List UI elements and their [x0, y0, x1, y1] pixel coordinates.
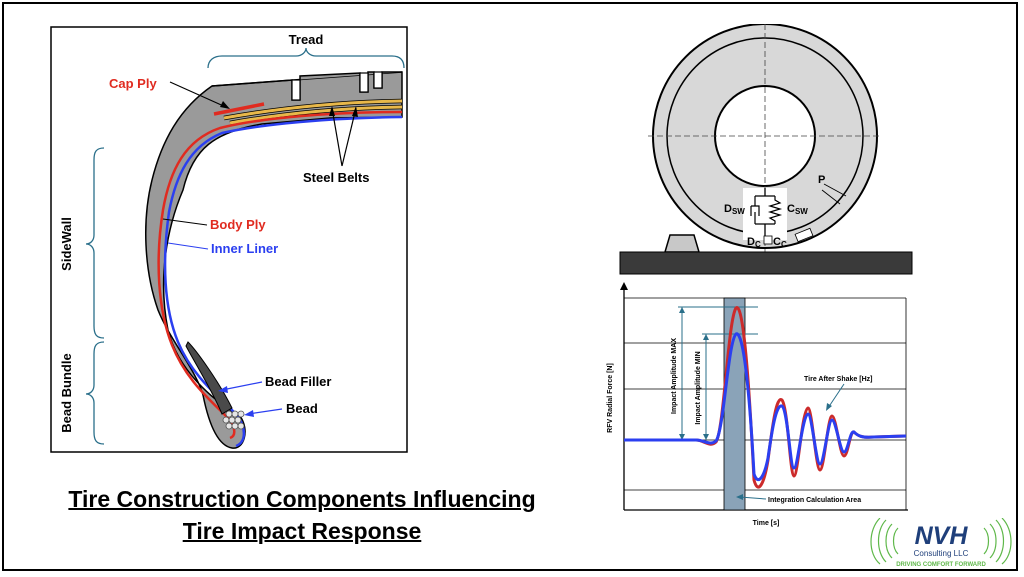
steel-belt-arrowhead-2 [352, 106, 358, 117]
pressure-element [794, 227, 814, 243]
integration-leader [739, 496, 767, 500]
bead-wires [222, 410, 245, 430]
slide-title-line-1: Tire Construction Components Influencing [68, 486, 536, 512]
logo-sub: Consulting LLC [914, 549, 969, 558]
nvh-logo: NVH Consulting LLC DRIVING COMFORT FORWA… [870, 518, 1012, 568]
damper-dsw [750, 196, 760, 224]
y-axis-label: RFV Radial Force [N] [607, 363, 614, 433]
label-cap-ply: Cap Ply [109, 76, 157, 91]
amp-min-arrowhead-bottom [703, 434, 709, 440]
steel-belt-leader-2 [341, 107, 357, 167]
label-c-sw: CSW [787, 203, 808, 216]
sound-wave-left-icon [870, 518, 899, 565]
y-axis-arrow [620, 282, 628, 290]
after-shake-arrowhead [826, 403, 832, 411]
label-d-sw-sub: SW [732, 207, 745, 216]
body-ply-leader [162, 218, 208, 226]
bead-arrowhead [244, 410, 254, 417]
label-bead-filler: Bead Filler [265, 374, 331, 389]
label-c-c: CC [773, 236, 787, 249]
curve-blue-response [624, 332, 907, 481]
impact-cleat [663, 234, 701, 253]
amp-max-arrowhead-bottom [679, 434, 685, 440]
logo-name: NVH [915, 522, 969, 550]
after-shake-label: Tire After Shake [Hz] [804, 376, 872, 383]
label-d-c: DC [747, 236, 761, 249]
amp-max-arrowhead-top [679, 307, 685, 313]
sidewall-brace [85, 147, 105, 339]
label-c-sw-sub: SW [795, 207, 808, 216]
bead-leader [247, 408, 283, 415]
sound-wave-right-icon [983, 518, 1012, 565]
label-body-ply: Body Ply [210, 217, 266, 232]
label-d-sw: DSW [724, 203, 745, 216]
contact-damper [763, 235, 773, 245]
tire-section-diagram: Tread Cap Ply Steel Belts Body Ply Inner… [50, 26, 408, 453]
label-c-c-main: C [773, 236, 781, 248]
bead-filler-leader [221, 381, 263, 391]
label-d-sw-main: D [724, 203, 732, 215]
label-inner-liner: Inner Liner [211, 241, 278, 256]
label-tread: Tread [289, 32, 324, 47]
label-steel-belts: Steel Belts [303, 170, 369, 185]
p-arrow-1 [823, 183, 847, 197]
steel-belt-leader-1 [331, 107, 343, 167]
tread-groove-1 [291, 79, 301, 101]
tread-groove-2 [359, 72, 369, 93]
bead-filler [185, 341, 233, 415]
curve-red-response [624, 306, 907, 489]
cap-ply-strip [213, 102, 265, 116]
label-d-c-main: D [747, 236, 755, 248]
slide-title-line-2: Tire Impact Response [182, 518, 422, 544]
impact-response-plot: RFV Radial Force [N] Impact Amplitude MA… [607, 282, 908, 527]
label-d-c-sub: C [755, 240, 761, 249]
amp-min-arrowhead-top [703, 334, 709, 340]
integration-arrowhead [736, 494, 743, 500]
cap-ply-leader [169, 81, 229, 109]
logo-tagline: DRIVING COMFORT FORWARD [896, 562, 986, 568]
inner-liner-leader [167, 242, 209, 250]
amp-min-label: Impact Amplitude MIN [695, 351, 702, 424]
steel-belt-2-fill [229, 105, 403, 125]
tread-groove-3 [373, 71, 383, 89]
bead-filler-arrowhead [218, 386, 228, 393]
cap-ply-arrowhead [220, 101, 230, 109]
steel-belt-arrowhead-1 [329, 106, 335, 116]
slide-border [2, 2, 1018, 571]
p-arrow-2 [821, 189, 841, 205]
grid-lines [624, 297, 906, 491]
after-shake-leader [827, 383, 845, 409]
label-c-sw-main: C [787, 203, 795, 215]
label-p: P [818, 174, 825, 186]
integration-label: Integration Calculation Area [768, 497, 861, 504]
x-axis-label: Time [s] [753, 520, 780, 527]
steel-belt-1-fill [223, 99, 403, 120]
label-c-c-sub: C [781, 240, 787, 249]
tread-brace [207, 47, 405, 69]
amp-max-label: Impact Amplitude MAX [671, 338, 678, 414]
label-bead-bundle: Bead Bundle [59, 353, 74, 432]
road-surface [619, 251, 913, 275]
bead-bundle-brace [85, 341, 105, 445]
label-bead: Bead [286, 401, 318, 416]
spring-csw [767, 196, 783, 224]
wheel-model-diagram: DSW CSW DC CC P [619, 24, 913, 275]
label-sidewall: SideWall [59, 217, 74, 271]
